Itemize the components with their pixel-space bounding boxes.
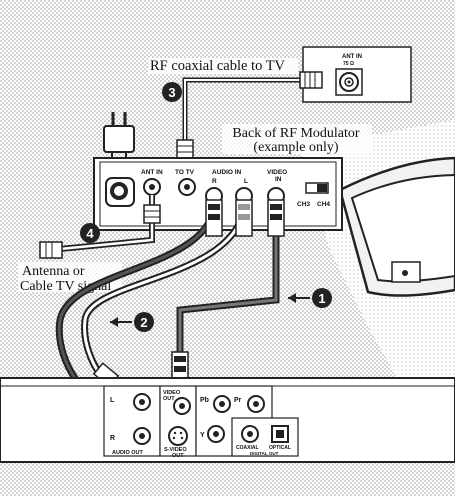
player-r-label: R xyxy=(110,435,115,442)
modulator-ant-in-label: ANT IN xyxy=(141,169,163,176)
optical-label: OPTICAL xyxy=(269,445,291,451)
modulator-audio-l-label: L xyxy=(244,178,248,185)
player-l-label: L xyxy=(110,397,115,404)
coaxial-label: COAXIAL xyxy=(236,445,259,451)
modulator-audio-in-label: AUDIO IN xyxy=(212,169,242,176)
svg-text:1: 1 xyxy=(318,291,325,306)
s-video-jack xyxy=(168,426,188,446)
step-2-badge: 2 xyxy=(110,312,154,332)
digital-out-label: DIGITAL OUT xyxy=(250,451,279,456)
modulator-caption-line1: Back of RF Modulator xyxy=(232,126,359,141)
pr-label: Pr xyxy=(234,397,242,404)
modulator-video-in-label-1: VIDEO xyxy=(267,169,287,176)
modulator-audio-r-label: R xyxy=(212,178,217,185)
audio-out-block xyxy=(103,385,161,457)
modulator-to-tv-label: TO TV xyxy=(175,169,195,176)
audio-out-label: AUDIO OUT xyxy=(112,450,144,456)
svg-text:4: 4 xyxy=(86,226,94,241)
step-3-badge: 3 xyxy=(162,82,182,102)
step-4-badge: 4 xyxy=(80,223,100,243)
s-video-label-2: OUT xyxy=(172,453,184,459)
channel-4-label: CH4 xyxy=(317,201,330,208)
y-label: Y xyxy=(200,432,205,439)
step-1-badge: 1 xyxy=(288,288,332,308)
pb-label: Pb xyxy=(200,397,209,404)
antenna-cable xyxy=(39,195,161,259)
s-video-label-1: S-VIDEO xyxy=(164,447,187,453)
tv-antenna-jack: ANT IN 75 Ω xyxy=(302,46,412,103)
svg-text:2: 2 xyxy=(140,315,147,330)
rf-coaxial-cable xyxy=(176,71,323,161)
svg-text:3: 3 xyxy=(168,85,175,100)
dvd-player-back-panel: L R AUDIO OUT VIDEO OUT S-VIDEO OUT Pb P… xyxy=(0,377,455,463)
modulator-caption-line2: (example only) xyxy=(253,140,338,155)
channel-3-label: CH3 xyxy=(297,201,310,208)
video-out-label-1: VIDEO xyxy=(163,390,181,396)
antenna-label-line1: Antenna or xyxy=(22,264,85,279)
video-out-label-2: OUT xyxy=(163,396,175,402)
tv-jack-label: ANT IN xyxy=(342,54,362,60)
rf-cable-label: RF coaxial cable to TV xyxy=(150,58,286,74)
tv-jack-impedance: 75 Ω xyxy=(343,61,354,67)
modulator-video-in-label-2: IN xyxy=(275,176,282,183)
